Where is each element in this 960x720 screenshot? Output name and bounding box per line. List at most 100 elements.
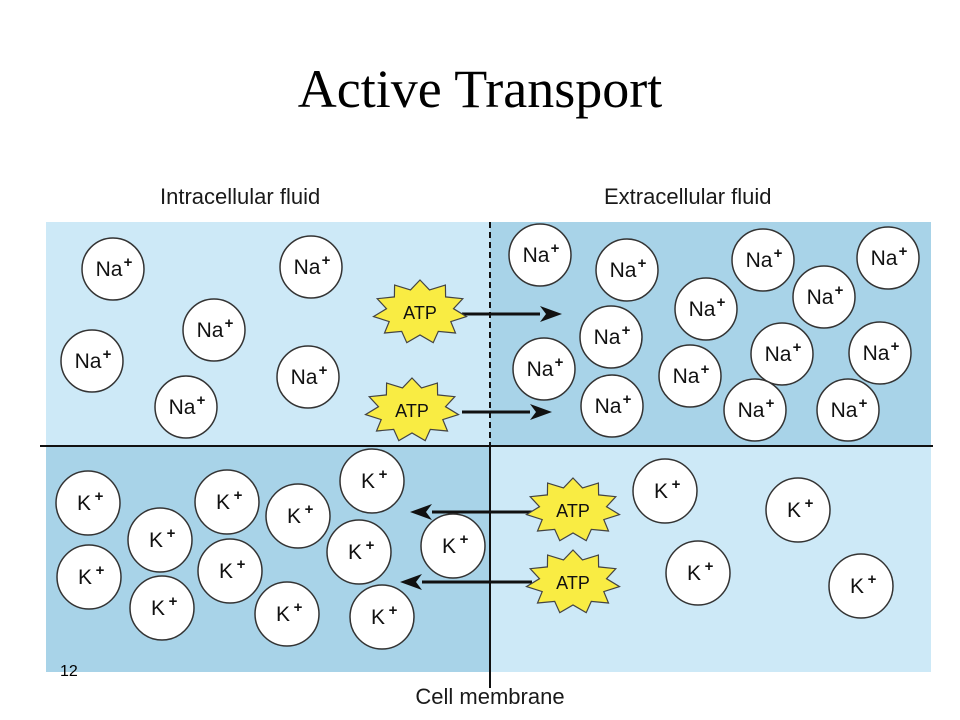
svg-text:+: + <box>167 525 176 542</box>
svg-text:K: K <box>219 560 233 583</box>
svg-text:+: + <box>389 602 398 619</box>
svg-text:K: K <box>216 491 230 514</box>
svg-text:Na: Na <box>738 399 765 422</box>
sodium-ion-intracellular: Na+ <box>276 345 340 409</box>
atp-burst-na-2: ATP <box>364 377 460 442</box>
sodium-ion-extracellular: Na+ <box>792 265 856 329</box>
sodium-ion-extracellular: Na+ <box>579 305 643 369</box>
potassium-ion-intracellular: K+ <box>127 507 193 573</box>
svg-text:Na: Na <box>197 319 224 342</box>
svg-text:Na: Na <box>294 256 321 279</box>
svg-text:K: K <box>348 541 362 564</box>
sodium-ion-extracellular: Na+ <box>856 226 920 290</box>
sodium-ion-intracellular: Na+ <box>182 298 246 362</box>
svg-text:+: + <box>234 487 243 504</box>
svg-text:Na: Na <box>594 326 621 349</box>
potassium-ion-intracellular: K+ <box>265 483 331 549</box>
svg-text:K: K <box>149 529 163 552</box>
potassium-ion-intracellular: K+ <box>129 575 195 641</box>
potassium-ion-extracellular: K+ <box>665 540 731 606</box>
atp-label: ATP <box>403 303 437 323</box>
potassium-ion-intracellular: K+ <box>56 544 122 610</box>
potassium-ion-intracellular: K+ <box>339 448 405 514</box>
svg-text:Na: Na <box>871 247 898 270</box>
svg-text:Na: Na <box>96 258 123 281</box>
svg-text:Na: Na <box>765 343 792 366</box>
atp-burst-k-1: ATP <box>525 477 621 542</box>
svg-text:K: K <box>276 603 290 626</box>
svg-text:+: + <box>717 294 726 311</box>
svg-text:K: K <box>654 480 668 503</box>
svg-text:+: + <box>701 361 710 378</box>
atp-burst-na-1: ATP <box>372 279 468 344</box>
svg-text:K: K <box>361 470 375 493</box>
svg-text:Na: Na <box>291 366 318 389</box>
svg-text:+: + <box>197 392 206 409</box>
sodium-ion-extracellular: Na+ <box>731 228 795 292</box>
svg-text:+: + <box>96 562 105 579</box>
svg-text:+: + <box>835 282 844 299</box>
svg-text:Na: Na <box>673 365 700 388</box>
sodium-ion-extracellular: Na+ <box>674 277 738 341</box>
svg-text:+: + <box>805 495 814 512</box>
svg-text:+: + <box>891 338 900 355</box>
svg-text:+: + <box>305 501 314 518</box>
potassium-ion-intracellular: K+ <box>420 513 486 579</box>
sodium-ion-extracellular: Na+ <box>723 378 787 442</box>
sodium-ion-intracellular: Na+ <box>279 235 343 299</box>
svg-text:+: + <box>95 488 104 505</box>
potassium-ion-extracellular: K+ <box>765 477 831 543</box>
svg-text:K: K <box>687 562 701 585</box>
sodium-ion-extracellular: Na+ <box>595 238 659 302</box>
slide-title: Active Transport <box>297 59 663 119</box>
extracellular-label: Extracellular fluid <box>604 184 772 209</box>
svg-text:+: + <box>672 476 681 493</box>
svg-text:+: + <box>294 599 303 616</box>
svg-text:Na: Na <box>746 249 773 272</box>
svg-text:K: K <box>371 606 385 629</box>
svg-text:+: + <box>555 354 564 371</box>
sodium-ion-extracellular: Na+ <box>508 223 572 287</box>
svg-text:Na: Na <box>75 350 102 373</box>
svg-text:Na: Na <box>527 358 554 381</box>
atp-label: ATP <box>556 573 590 593</box>
atp-burst-k-2: ATP <box>525 549 621 614</box>
svg-text:+: + <box>899 243 908 260</box>
k-import-arrow-1 <box>410 504 532 520</box>
svg-text:K: K <box>78 566 92 589</box>
svg-text:+: + <box>774 245 783 262</box>
svg-text:Na: Na <box>807 286 834 309</box>
svg-text:K: K <box>287 505 301 528</box>
potassium-ion-extracellular: K+ <box>828 553 894 619</box>
svg-text:Na: Na <box>831 399 858 422</box>
svg-text:+: + <box>622 322 631 339</box>
sodium-ion-extracellular: Na+ <box>658 344 722 408</box>
svg-text:Na: Na <box>610 259 637 282</box>
atp-label: ATP <box>395 401 429 421</box>
svg-text:K: K <box>850 575 864 598</box>
atp-label: ATP <box>556 501 590 521</box>
svg-text:+: + <box>460 531 469 548</box>
potassium-ion-intracellular: K+ <box>349 584 415 650</box>
svg-text:+: + <box>859 395 868 412</box>
svg-text:+: + <box>766 395 775 412</box>
sodium-ion-intracellular: Na+ <box>154 375 218 439</box>
na-export-arrow-1 <box>462 306 562 322</box>
na-export-arrow-2 <box>462 404 552 420</box>
svg-text:+: + <box>705 558 714 575</box>
sodium-ion-extracellular: Na+ <box>848 321 912 385</box>
svg-text:+: + <box>793 339 802 356</box>
potassium-ion-intracellular: K+ <box>254 581 320 647</box>
k-import-arrow-2 <box>400 574 532 590</box>
sodium-ion-extracellular: Na+ <box>816 378 880 442</box>
svg-text:Na: Na <box>863 342 890 365</box>
svg-text:+: + <box>623 391 632 408</box>
potassium-ion-intracellular: K+ <box>194 469 260 535</box>
svg-text:+: + <box>225 315 234 332</box>
svg-text:Na: Na <box>523 244 550 267</box>
svg-text:K: K <box>442 535 456 558</box>
svg-text:+: + <box>379 466 388 483</box>
svg-text:Na: Na <box>169 396 196 419</box>
sodium-ion-extracellular: Na+ <box>512 337 576 401</box>
